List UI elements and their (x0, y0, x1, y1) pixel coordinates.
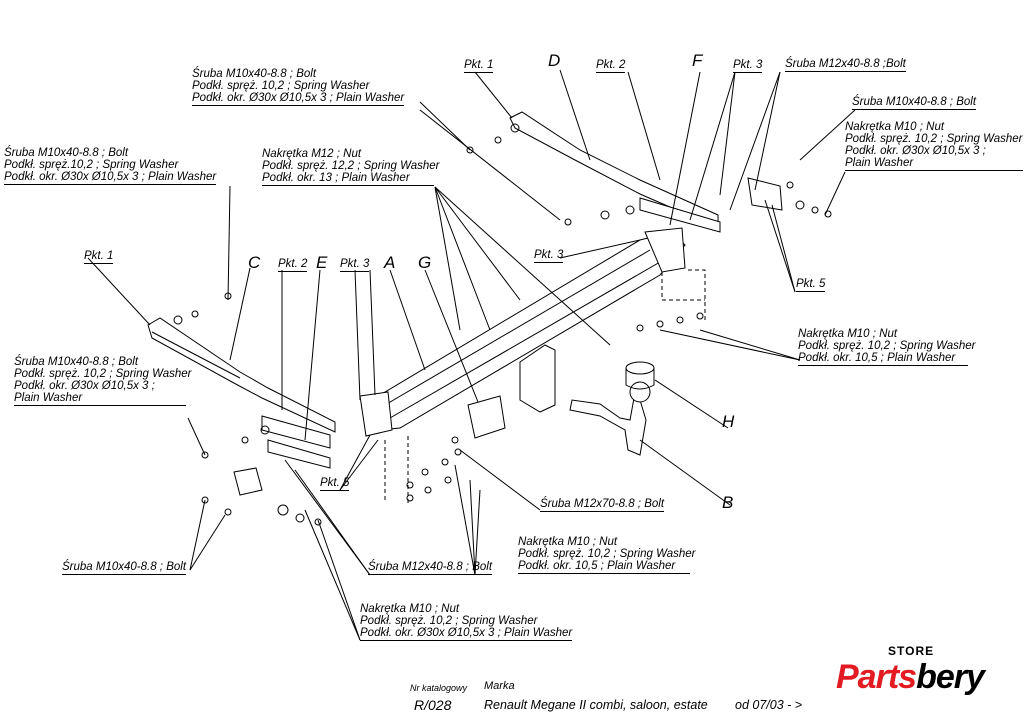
brand-value: Renault Megane II combi, saloon, estate (484, 698, 708, 712)
part-letter-a: A (384, 253, 396, 272)
part-letter-e: E (316, 253, 328, 272)
brand-label: Marka (484, 680, 515, 692)
callout-left-mid-bolt: Śruba M10x40-8.8 ; Bolt Podkł. spręż. 10… (14, 356, 192, 406)
callout-bottom-nut: Nakrętka M10 ; Nut Podkł. spręż. 10,2 ; … (360, 603, 573, 641)
pkt-2-left: Pkt. 2 (278, 258, 308, 272)
bracket-c (147, 317, 336, 433)
catalog-value: R/028 (414, 697, 452, 713)
tow-ball-b (569, 381, 651, 456)
leader-lines (87, 69, 856, 641)
crossbar-a (359, 227, 686, 437)
pkt-3-top: Pkt. 3 (733, 59, 763, 73)
callout-right-mid-nut: Nakrętka M10 ; Nut Podkł. spręż. 10,2 ; … (798, 328, 976, 366)
part-letter-c: C (248, 253, 261, 272)
logo-store-text: STORE (888, 644, 935, 658)
callout-nut-m12: Nakrętka M12 ; Nut Podkł. spręż. 12,2 ; … (262, 148, 440, 186)
callout-bolt-m12x70: Śruba M12x70-8.8 ; Bolt (540, 498, 665, 512)
callout-right-nut: Nakrętka M10 ; Nut Podkł. spręż. 10,2 ; … (845, 121, 1023, 171)
part-letter-h: H (722, 412, 735, 431)
callout-bottom-m12-bolt: Śruba M12x40-8.8 ; Bolt (368, 561, 493, 575)
callout-left-bolt: Śruba M10x40-8.8 ; Bolt Podkł. spręż.10,… (4, 147, 217, 185)
ball-bracket (519, 344, 556, 413)
partsbery-logo: STORE Partsbery (836, 640, 1006, 704)
plate-f (639, 197, 721, 233)
callout-top-bolt: Śruba M10x40-8.8 ; Bolt Podkł. spręż. 10… (192, 68, 405, 106)
part-letter-d: D (548, 51, 561, 70)
part-letter-b: B (722, 493, 734, 512)
part-letter-g: G (418, 253, 432, 272)
callout-bolt-m12-top: Śruba M12x40-8.8 ;Bolt (785, 58, 906, 72)
pkt-2-top: Pkt. 2 (596, 59, 626, 73)
socket-plate-g (467, 395, 506, 439)
part-letter-f: F (692, 51, 703, 70)
logo-wordmark: Partsbery (836, 658, 985, 696)
pkt-5-left: Pkt. 5 (320, 477, 350, 491)
callout-bottom-left-bolt: Śruba M10x40-8.8 ; Bolt (62, 561, 187, 575)
bracket-pkt5-left (233, 467, 263, 496)
bracket-pkt5-right (747, 177, 783, 211)
catalog-label: Nr katalogowy (410, 683, 468, 693)
date-range: od 07/03 - > (735, 698, 803, 712)
pkt-5-right: Pkt. 5 (796, 278, 826, 292)
pkt-3-mid: Pkt. 3 (534, 249, 564, 263)
pkt-1-left: Pkt. 1 (84, 250, 114, 264)
ball-cover-h (625, 361, 655, 390)
callout-right-bolt: Śruba M10x40-8.8 ; Bolt (852, 96, 977, 110)
pkt-1-top: Pkt. 1 (464, 59, 494, 73)
plate-e (261, 415, 331, 469)
pkt-3-left: Pkt. 3 (340, 258, 370, 272)
callout-mid-nut: Nakrętka M10 ; Nut Podkł. spręż. 10,2 ; … (518, 536, 696, 574)
fasteners (173, 123, 832, 526)
bracket-d (509, 111, 719, 229)
